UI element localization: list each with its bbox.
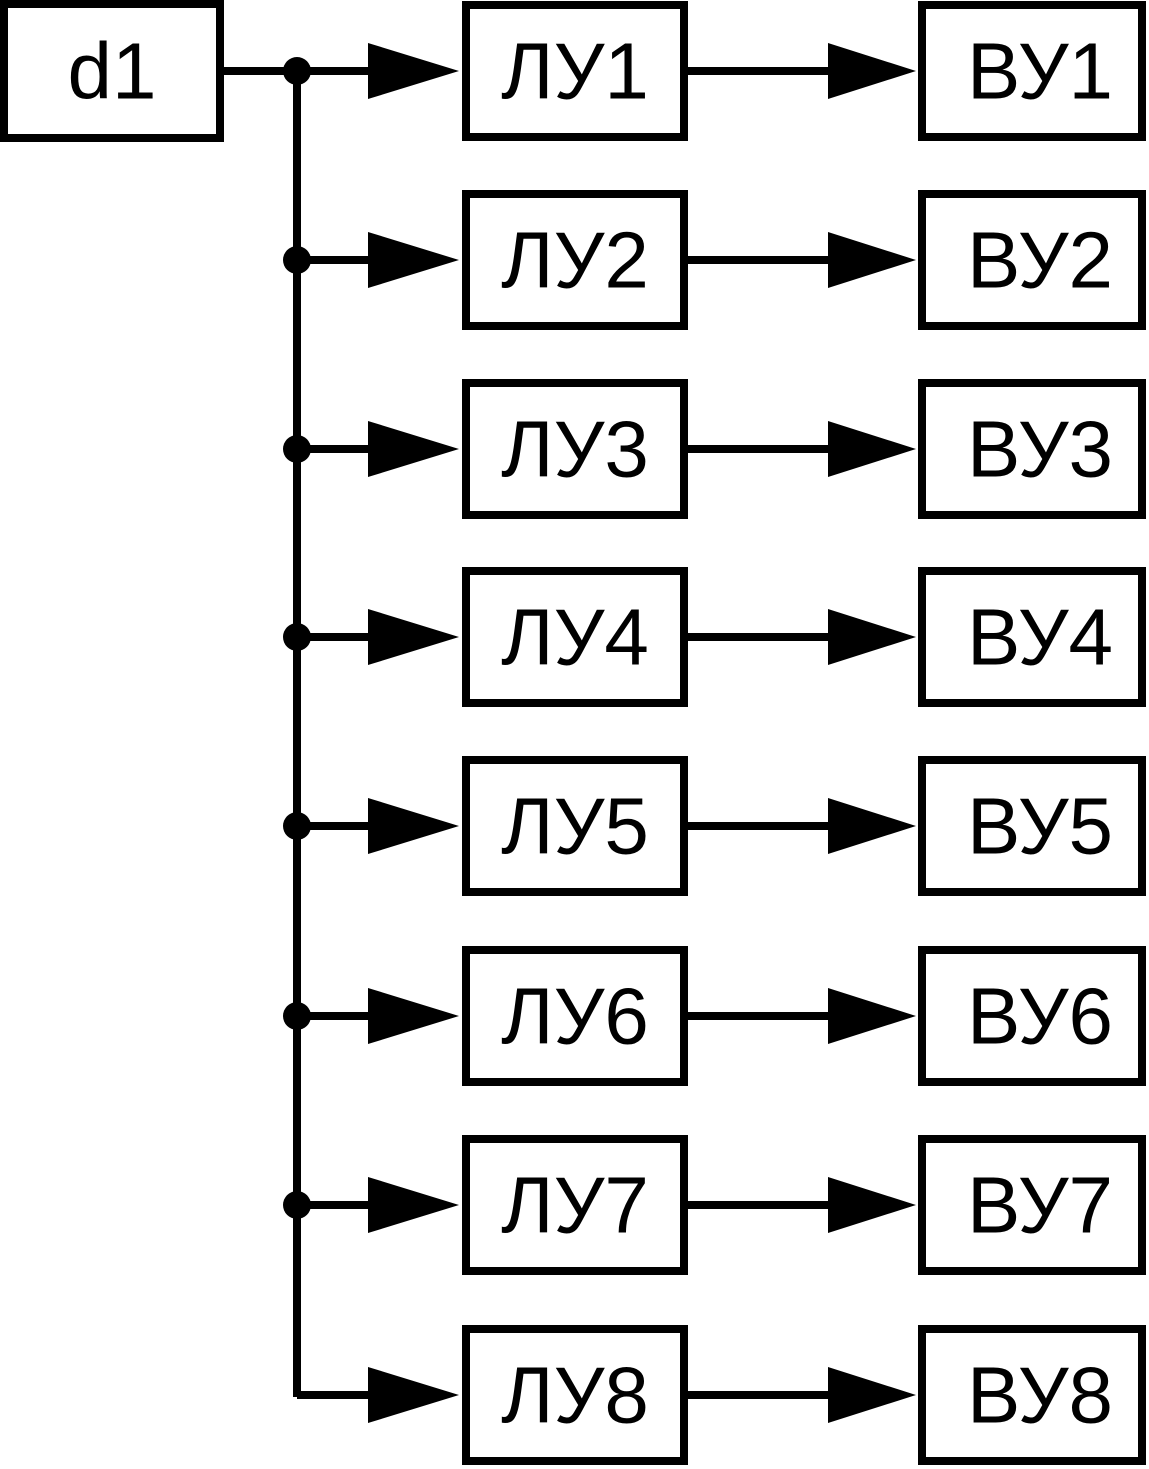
bus-to-logic-arrow-5 [368,798,459,854]
output-block-frame-5 [918,756,1146,896]
diagram-row-8: ЛУ8 ВУ8 [297,1325,1146,1465]
logic-block-label-3: ЛУ3 [501,405,649,494]
diagram-row-4: ЛУ4 ВУ4 [283,567,1146,707]
logic-block-label-6: ЛУ6 [501,972,649,1061]
output-block-label-2: ВУ2 [967,216,1113,305]
output-block-label-4: ВУ4 [967,593,1113,682]
diagram-row-2: ЛУ2 ВУ2 [283,190,1146,330]
logic-block-label-7: ЛУ7 [501,1161,649,1250]
diagram-row-3: ЛУ3 ВУ3 [283,379,1146,519]
logic-to-output-arrow-2 [828,232,916,288]
logic-block-label-2: ЛУ2 [501,216,649,305]
diagram-row-5: ЛУ5 ВУ5 [283,756,1146,896]
logic-block-label-1: ЛУ1 [501,27,649,116]
output-block-frame-6 [918,946,1146,1086]
source-block: d1 [0,0,224,142]
output-block-label-5: ВУ5 [967,782,1113,871]
logic-block-label-5: ЛУ5 [501,782,649,871]
logic-to-output-arrow-1 [828,43,916,99]
logic-to-output-arrow-6 [828,988,916,1044]
output-block-frame-1 [918,1,1146,141]
bus-to-logic-arrow-7 [368,1177,459,1233]
output-block-label-7: ВУ7 [967,1161,1113,1250]
diagram-row-1: ЛУ1 ВУ1 [283,1,1146,141]
bus-to-logic-arrow-3 [368,421,459,477]
bus-to-logic-arrow-4 [368,609,459,665]
diagram-row-6: ЛУ6 ВУ6 [283,946,1146,1086]
diagram-row-7: ЛУ7 ВУ7 [283,1135,1146,1275]
output-block-label-8: ВУ8 [967,1351,1113,1440]
output-block-frame-8 [918,1325,1146,1465]
logic-to-output-arrow-3 [828,421,916,477]
source-block-label: d1 [68,27,157,116]
logic-block-label-4: ЛУ4 [501,593,649,682]
output-block-frame-4 [918,567,1146,707]
bus-to-logic-arrow-1 [368,43,459,99]
logic-to-output-arrow-4 [828,609,916,665]
bus-to-logic-arrow-6 [368,988,459,1044]
bus-to-logic-arrow-8 [368,1367,459,1423]
output-block-frame-7 [918,1135,1146,1275]
output-block-label-6: ВУ6 [967,972,1113,1061]
output-block-frame-3 [918,379,1146,519]
output-block-label-3: ВУ3 [967,405,1113,494]
output-block-frame-2 [918,190,1146,330]
output-block-label-1: ВУ1 [967,27,1113,116]
logic-block-label-8: ЛУ8 [501,1351,649,1440]
logic-to-output-arrow-5 [828,798,916,854]
bus-to-logic-arrow-2 [368,232,459,288]
logic-to-output-arrow-8 [828,1367,916,1423]
logic-to-output-arrow-7 [828,1177,916,1233]
